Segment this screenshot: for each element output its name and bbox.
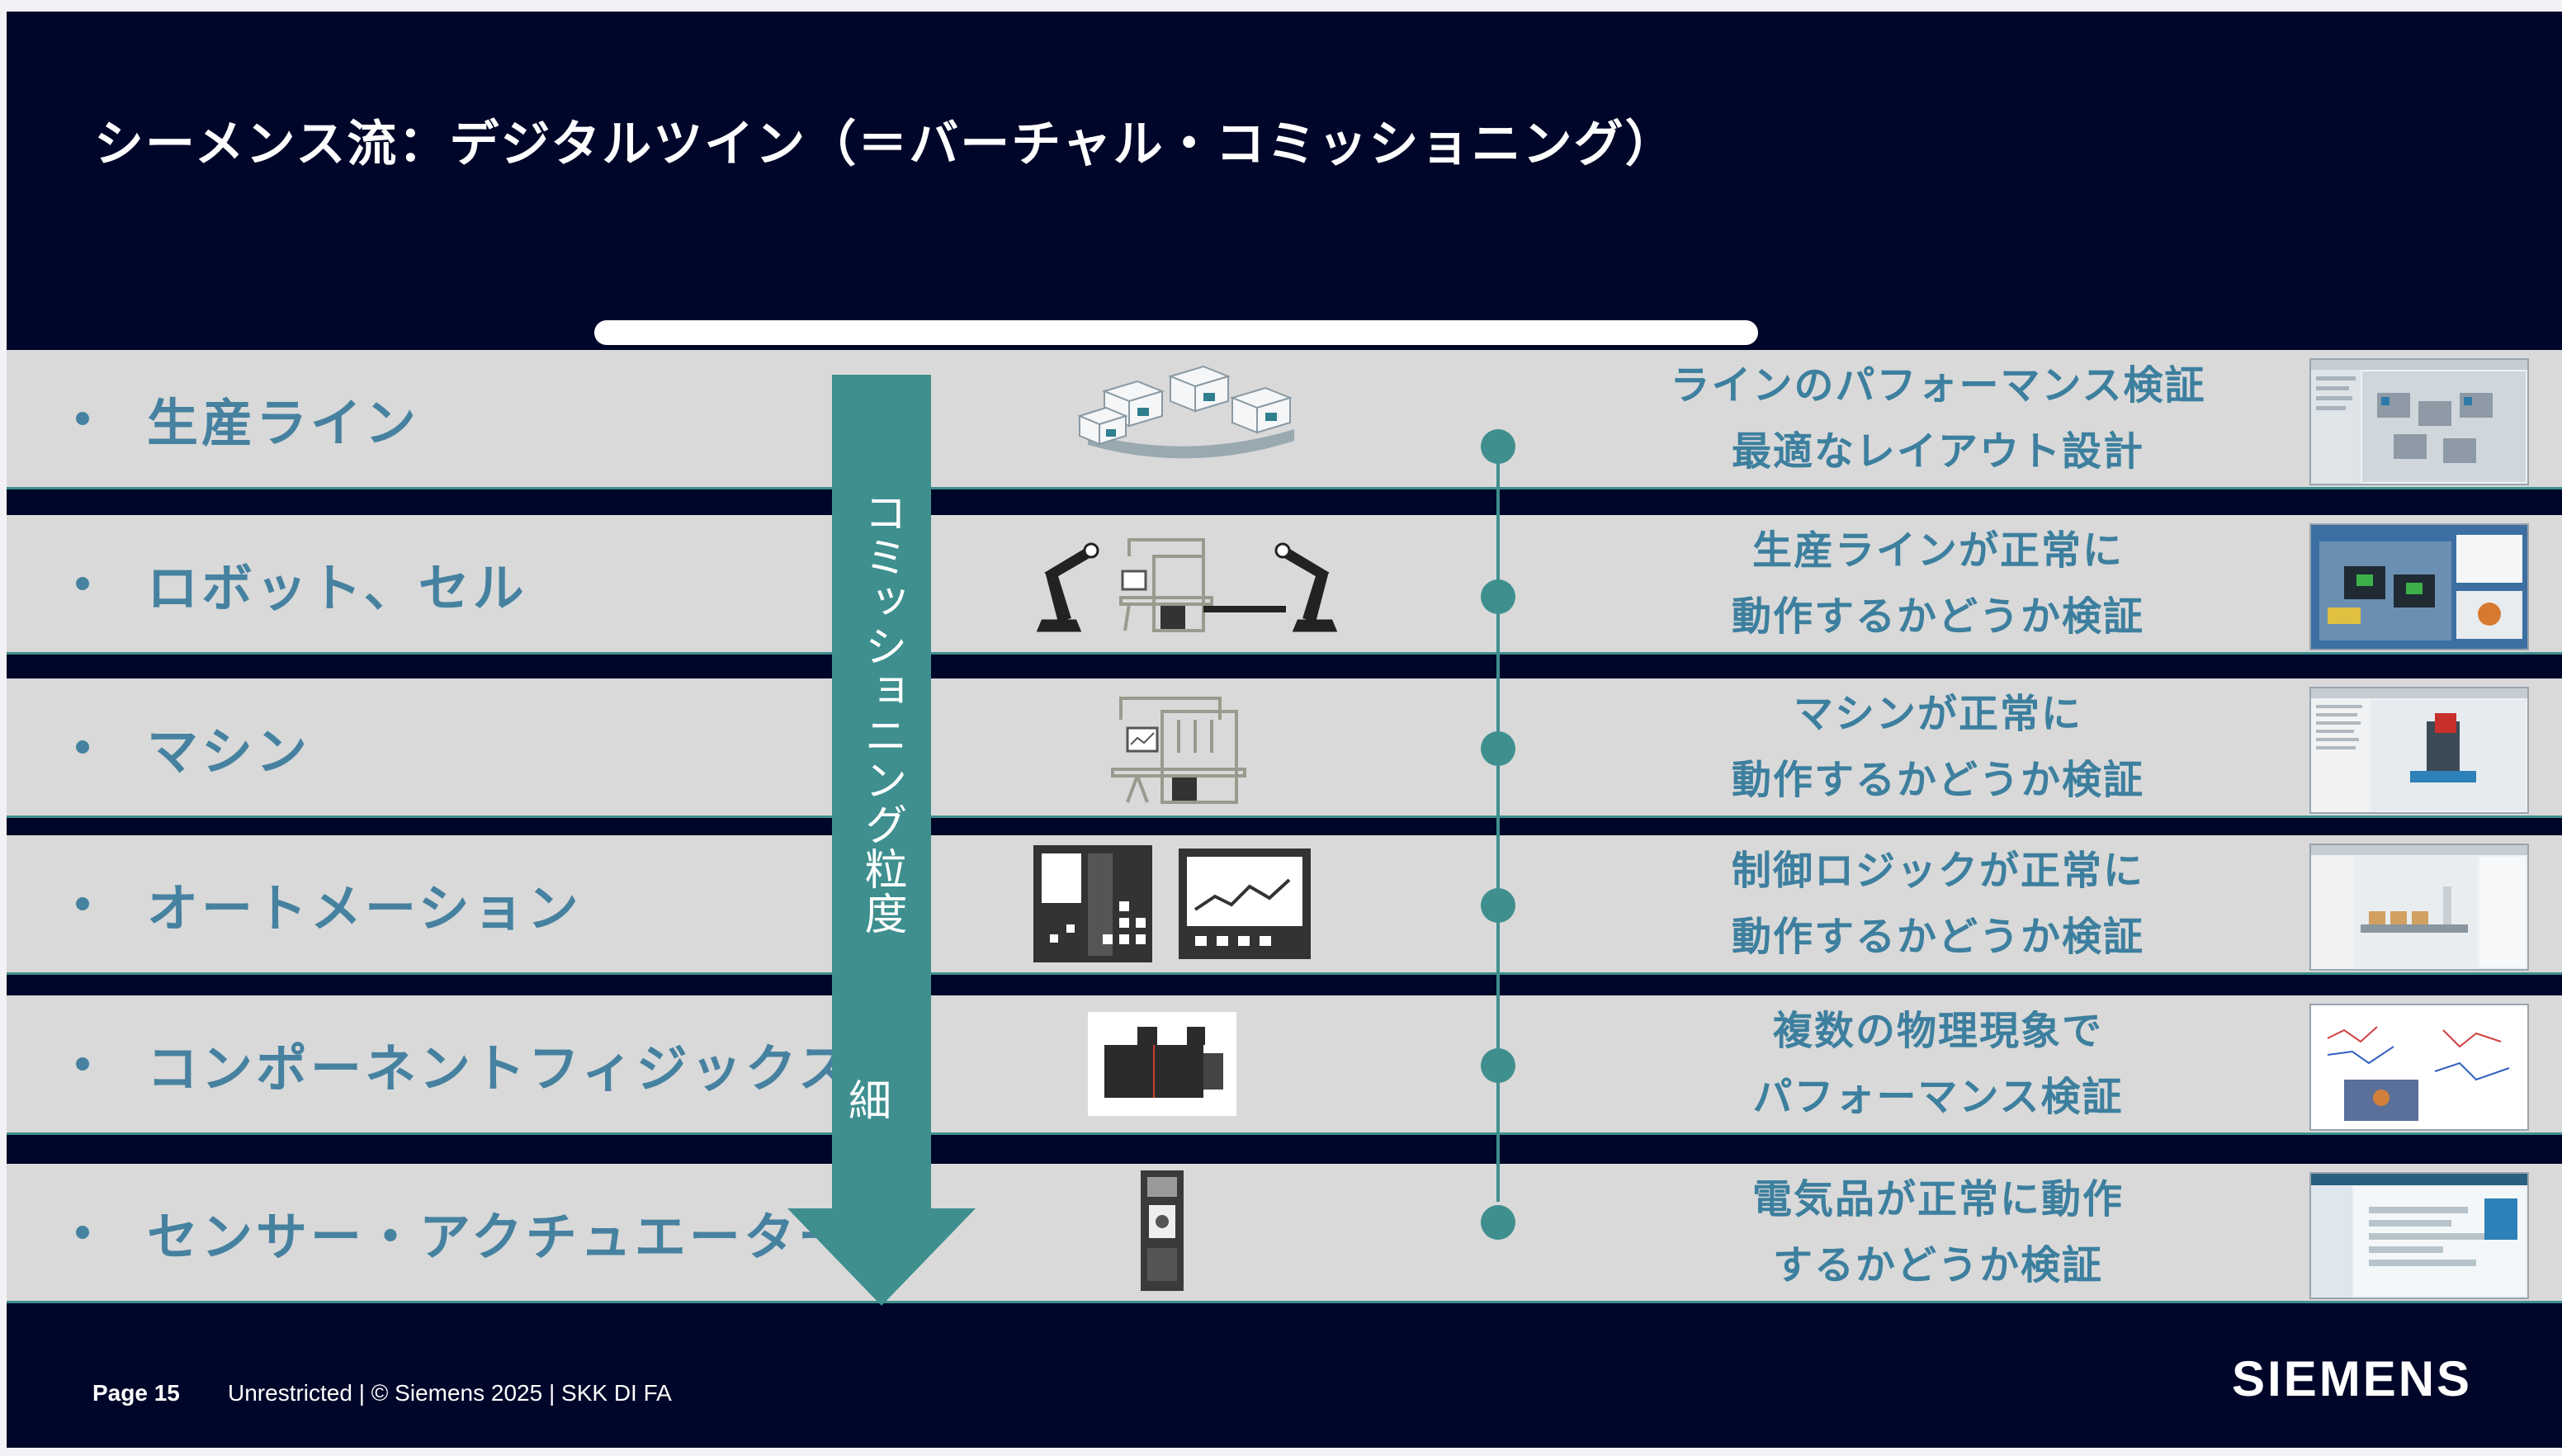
row-automation: オートメーション 制御ロジックが正常に 動作するかどうか検証: [7, 835, 2562, 975]
row-desc-line1: マシンが正常に: [1793, 691, 2082, 737]
row-label-text: 生産ライン: [147, 393, 420, 453]
slide: シーメンス流：デジタルツイン（＝バーチャル・コミッショニング） 生産ライン: [7, 12, 2562, 1448]
bullet-icon: [76, 412, 89, 425]
automation-simulation-thumbnail: [2309, 844, 2529, 971]
row-description: 電気品が正常に動作 するかどうか検証: [1616, 1164, 2260, 1301]
row-label: センサー・アクチュエーター: [76, 1164, 853, 1301]
physics-simulation-thumbnail: [2309, 1004, 2529, 1131]
row-label: マシン: [76, 678, 310, 815]
row-desc-line2: 動作するかどうか検証: [1731, 914, 2144, 960]
row-description: マシンが正常に 動作するかどうか検証: [1616, 678, 2260, 815]
automation-icon: [1033, 844, 1314, 964]
line-simulation-thumbnail: [2309, 358, 2529, 485]
row-desc-line1: 複数の物理現象で: [1772, 1008, 2103, 1054]
footer-text: Unrestricted | © Siemens 2025 | SKK DI F…: [228, 1380, 672, 1406]
arrow-label: コミッショニング粒度: [857, 490, 906, 936]
arrow-end-label: 細: [848, 1077, 892, 1127]
row-label-text: オートメーション: [147, 878, 582, 938]
row-sensor-actuator: センサー・アクチュエーター 電気品が正常に動作 するかどうか検証: [7, 1164, 2562, 1303]
timeline-dot: [1481, 731, 1515, 766]
bullet-icon: [76, 577, 89, 590]
row-desc-line1: 生産ラインが正常に: [1751, 527, 2124, 574]
row-desc-line2: 動作するかどうか検証: [1731, 757, 2144, 803]
row-label: オートメーション: [76, 835, 582, 972]
siemens-logo: SIEMENS: [2232, 1351, 2473, 1406]
drive-module-icon: [1137, 1169, 1187, 1293]
timeline-dot: [1481, 579, 1515, 614]
motor-icon: [1088, 1012, 1236, 1116]
electrical-simulation-thumbnail: [2309, 1172, 2529, 1299]
row-label: 生産ライン: [76, 350, 419, 487]
row-desc-line2: 最適なレイアウト設計: [1731, 428, 2144, 475]
row-description: ラインのパフォーマンス検証 最適なレイアウト設計: [1616, 350, 2260, 487]
slide-title: シーメンス流：デジタルツイン（＝バーチャル・コミッショニング）: [94, 116, 1676, 173]
row-component-physics: コンポーネントフィジックス 複数の物理現象で パフォーマンス検証: [7, 995, 2562, 1135]
row-description: 生産ラインが正常に 動作するかどうか検証: [1616, 515, 2260, 652]
bullet-icon: [76, 1226, 89, 1239]
row-desc-line1: 電気品が正常に動作: [1751, 1176, 2124, 1222]
row-desc-line2: するかどうか検証: [1772, 1242, 2103, 1288]
timeline-dot: [1481, 888, 1515, 923]
row-label: ロボット、セル: [76, 515, 527, 652]
row-desc-line2: 動作するかどうか検証: [1731, 593, 2144, 640]
row-description: 制御ロジックが正常に 動作するかどうか検証: [1616, 835, 2260, 972]
machine-simulation-thumbnail: [2309, 687, 2529, 814]
row-desc-line1: 制御ロジックが正常に: [1731, 848, 2144, 894]
row-robot-cell: ロボット、セル: [7, 515, 2562, 655]
row-label-text: ロボット、セル: [147, 558, 527, 618]
header-pill-bar: [594, 320, 1758, 345]
robot-cell-thumbnail: [2309, 523, 2529, 650]
robot-cell-icon: [1030, 523, 1344, 644]
timeline-dot: [1481, 429, 1515, 464]
row-desc-line2: パフォーマンス検証: [1752, 1074, 2124, 1120]
row-label: コンポーネントフィジックス: [76, 995, 853, 1132]
bullet-icon: [76, 1057, 89, 1071]
row-label-text: センサー・アクチュエーター: [147, 1207, 853, 1267]
timeline-dot: [1481, 1205, 1515, 1240]
row-description: 複数の物理現象で パフォーマンス検証: [1616, 995, 2260, 1132]
row-label-text: マシン: [147, 721, 311, 782]
production-line-icon: [1055, 358, 1327, 479]
bullet-icon: [76, 740, 89, 754]
row-label-text: コンポーネントフィジックス: [147, 1038, 853, 1099]
timeline-dot: [1481, 1048, 1515, 1083]
machine-icon: [1096, 687, 1294, 807]
page-number: Page 15: [92, 1380, 180, 1406]
row-production-line: 生産ライン ラインのパフォーマンス検証 最適なレイアウト設計: [7, 350, 2562, 489]
granularity-down-arrow: [782, 375, 981, 1307]
bullet-icon: [76, 897, 89, 910]
timeline-line: [1496, 431, 1500, 1202]
row-desc-line1: ラインのパフォーマンス検証: [1670, 362, 2206, 409]
row-machine: マシン マシンが正常に 動作するかどうか検証: [7, 678, 2562, 818]
